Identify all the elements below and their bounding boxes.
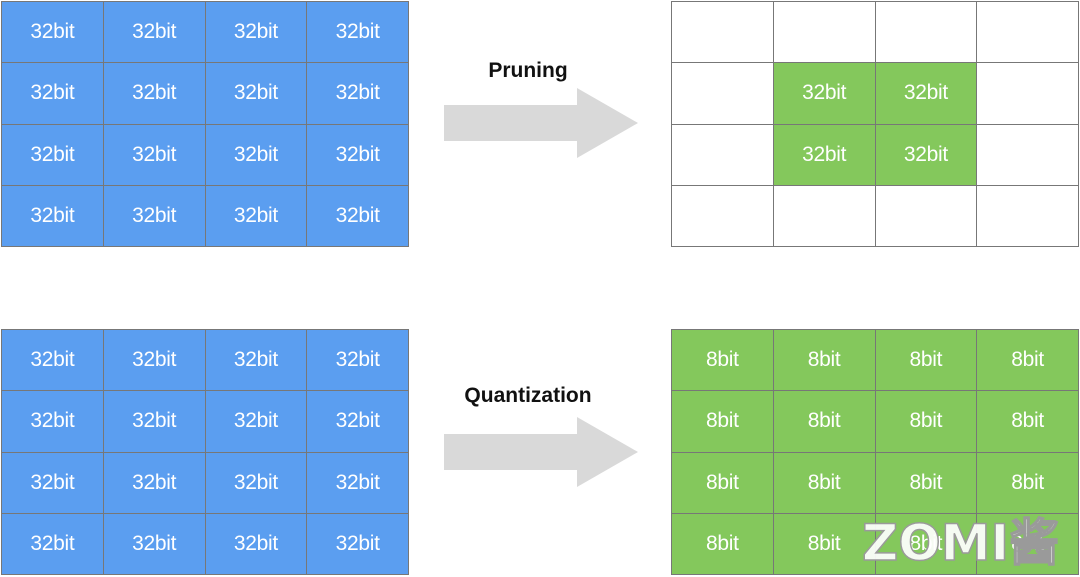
weight-cell: 8bit — [875, 391, 978, 453]
weight-cell — [977, 124, 1079, 186]
weight-cell — [672, 63, 774, 125]
weight-cell: 32bit — [205, 330, 308, 392]
weight-cell: 32bit — [307, 391, 409, 453]
weight-cell: 32bit — [875, 63, 978, 125]
weight-cell: 8bit — [977, 330, 1079, 392]
weight-cell: 32bit — [307, 2, 409, 64]
weight-cell: 8bit — [977, 391, 1079, 453]
weight-cell: 32bit — [205, 513, 308, 575]
weight-cell: 32bit — [307, 452, 409, 514]
weight-cell: 32bit — [2, 391, 104, 453]
pruning-label: Pruning — [488, 59, 568, 82]
weight-cell: 32bit — [2, 2, 104, 64]
weight-cell: 32bit — [103, 63, 206, 125]
weight-cell: 8bit — [773, 513, 876, 575]
weight-cell: 32bit — [307, 330, 409, 392]
weight-cell: 32bit — [103, 124, 206, 186]
weight-cell: 8bit — [773, 452, 876, 514]
weight-cell — [977, 185, 1079, 247]
weight-cell: 32bit — [103, 391, 206, 453]
weight-cell — [672, 2, 774, 64]
weight-cell — [773, 185, 876, 247]
weight-cell: 32bit — [307, 63, 409, 125]
weight-cell: 32bit — [2, 452, 104, 514]
weight-cell: 32bit — [307, 185, 409, 247]
weight-cell: 8bit — [672, 330, 774, 392]
watermark-text: ZOMI酱 — [862, 514, 1059, 572]
weight-cell — [977, 2, 1079, 64]
weight-cell — [875, 185, 978, 247]
pruning-arrow-icon — [444, 88, 638, 158]
weight-cell: 8bit — [977, 513, 1079, 575]
weight-cell: 8bit — [875, 452, 978, 514]
weight-cell: 32bit — [103, 330, 206, 392]
weight-cell — [672, 185, 774, 247]
weight-cell: 32bit — [205, 391, 308, 453]
weight-cell: 32bit — [307, 513, 409, 575]
weight-cell: 32bit — [205, 63, 308, 125]
weight-cell: 32bit — [875, 124, 978, 186]
weight-cell: 32bit — [773, 63, 876, 125]
weight-cell — [875, 2, 978, 64]
weight-cell: 32bit — [2, 513, 104, 575]
weight-cell: 32bit — [205, 185, 308, 247]
weight-cell: 8bit — [672, 513, 774, 575]
weight-cell: 32bit — [307, 124, 409, 186]
weight-cell: 32bit — [773, 124, 876, 186]
weight-cell — [773, 2, 876, 64]
weight-cell: 8bit — [977, 452, 1079, 514]
weight-cell: 32bit — [2, 63, 104, 125]
weight-cell: 32bit — [103, 2, 206, 64]
weight-cell: 32bit — [103, 513, 206, 575]
weight-cell: 32bit — [2, 124, 104, 186]
weight-cell: 8bit — [773, 391, 876, 453]
quantization-label: Quantization — [464, 384, 592, 407]
weight-cell: 32bit — [205, 2, 308, 64]
weight-cell — [977, 63, 1079, 125]
weight-cell: 8bit — [875, 330, 978, 392]
weight-cell: 32bit — [205, 452, 308, 514]
weight-cell: 8bit — [773, 330, 876, 392]
watermark-logo: ZOMI酱 — [861, 513, 1060, 573]
weight-cell: 8bit — [875, 513, 978, 575]
weight-cell: 32bit — [2, 330, 104, 392]
weight-cell: 32bit — [205, 124, 308, 186]
quantization-arrow-icon — [444, 417, 638, 487]
weight-cell: 8bit — [672, 452, 774, 514]
weight-cell: 32bit — [2, 185, 104, 247]
weight-cell: 32bit — [103, 185, 206, 247]
weight-cell: 8bit — [672, 391, 774, 453]
weight-cell: 32bit — [103, 452, 206, 514]
weight-cell — [672, 124, 774, 186]
